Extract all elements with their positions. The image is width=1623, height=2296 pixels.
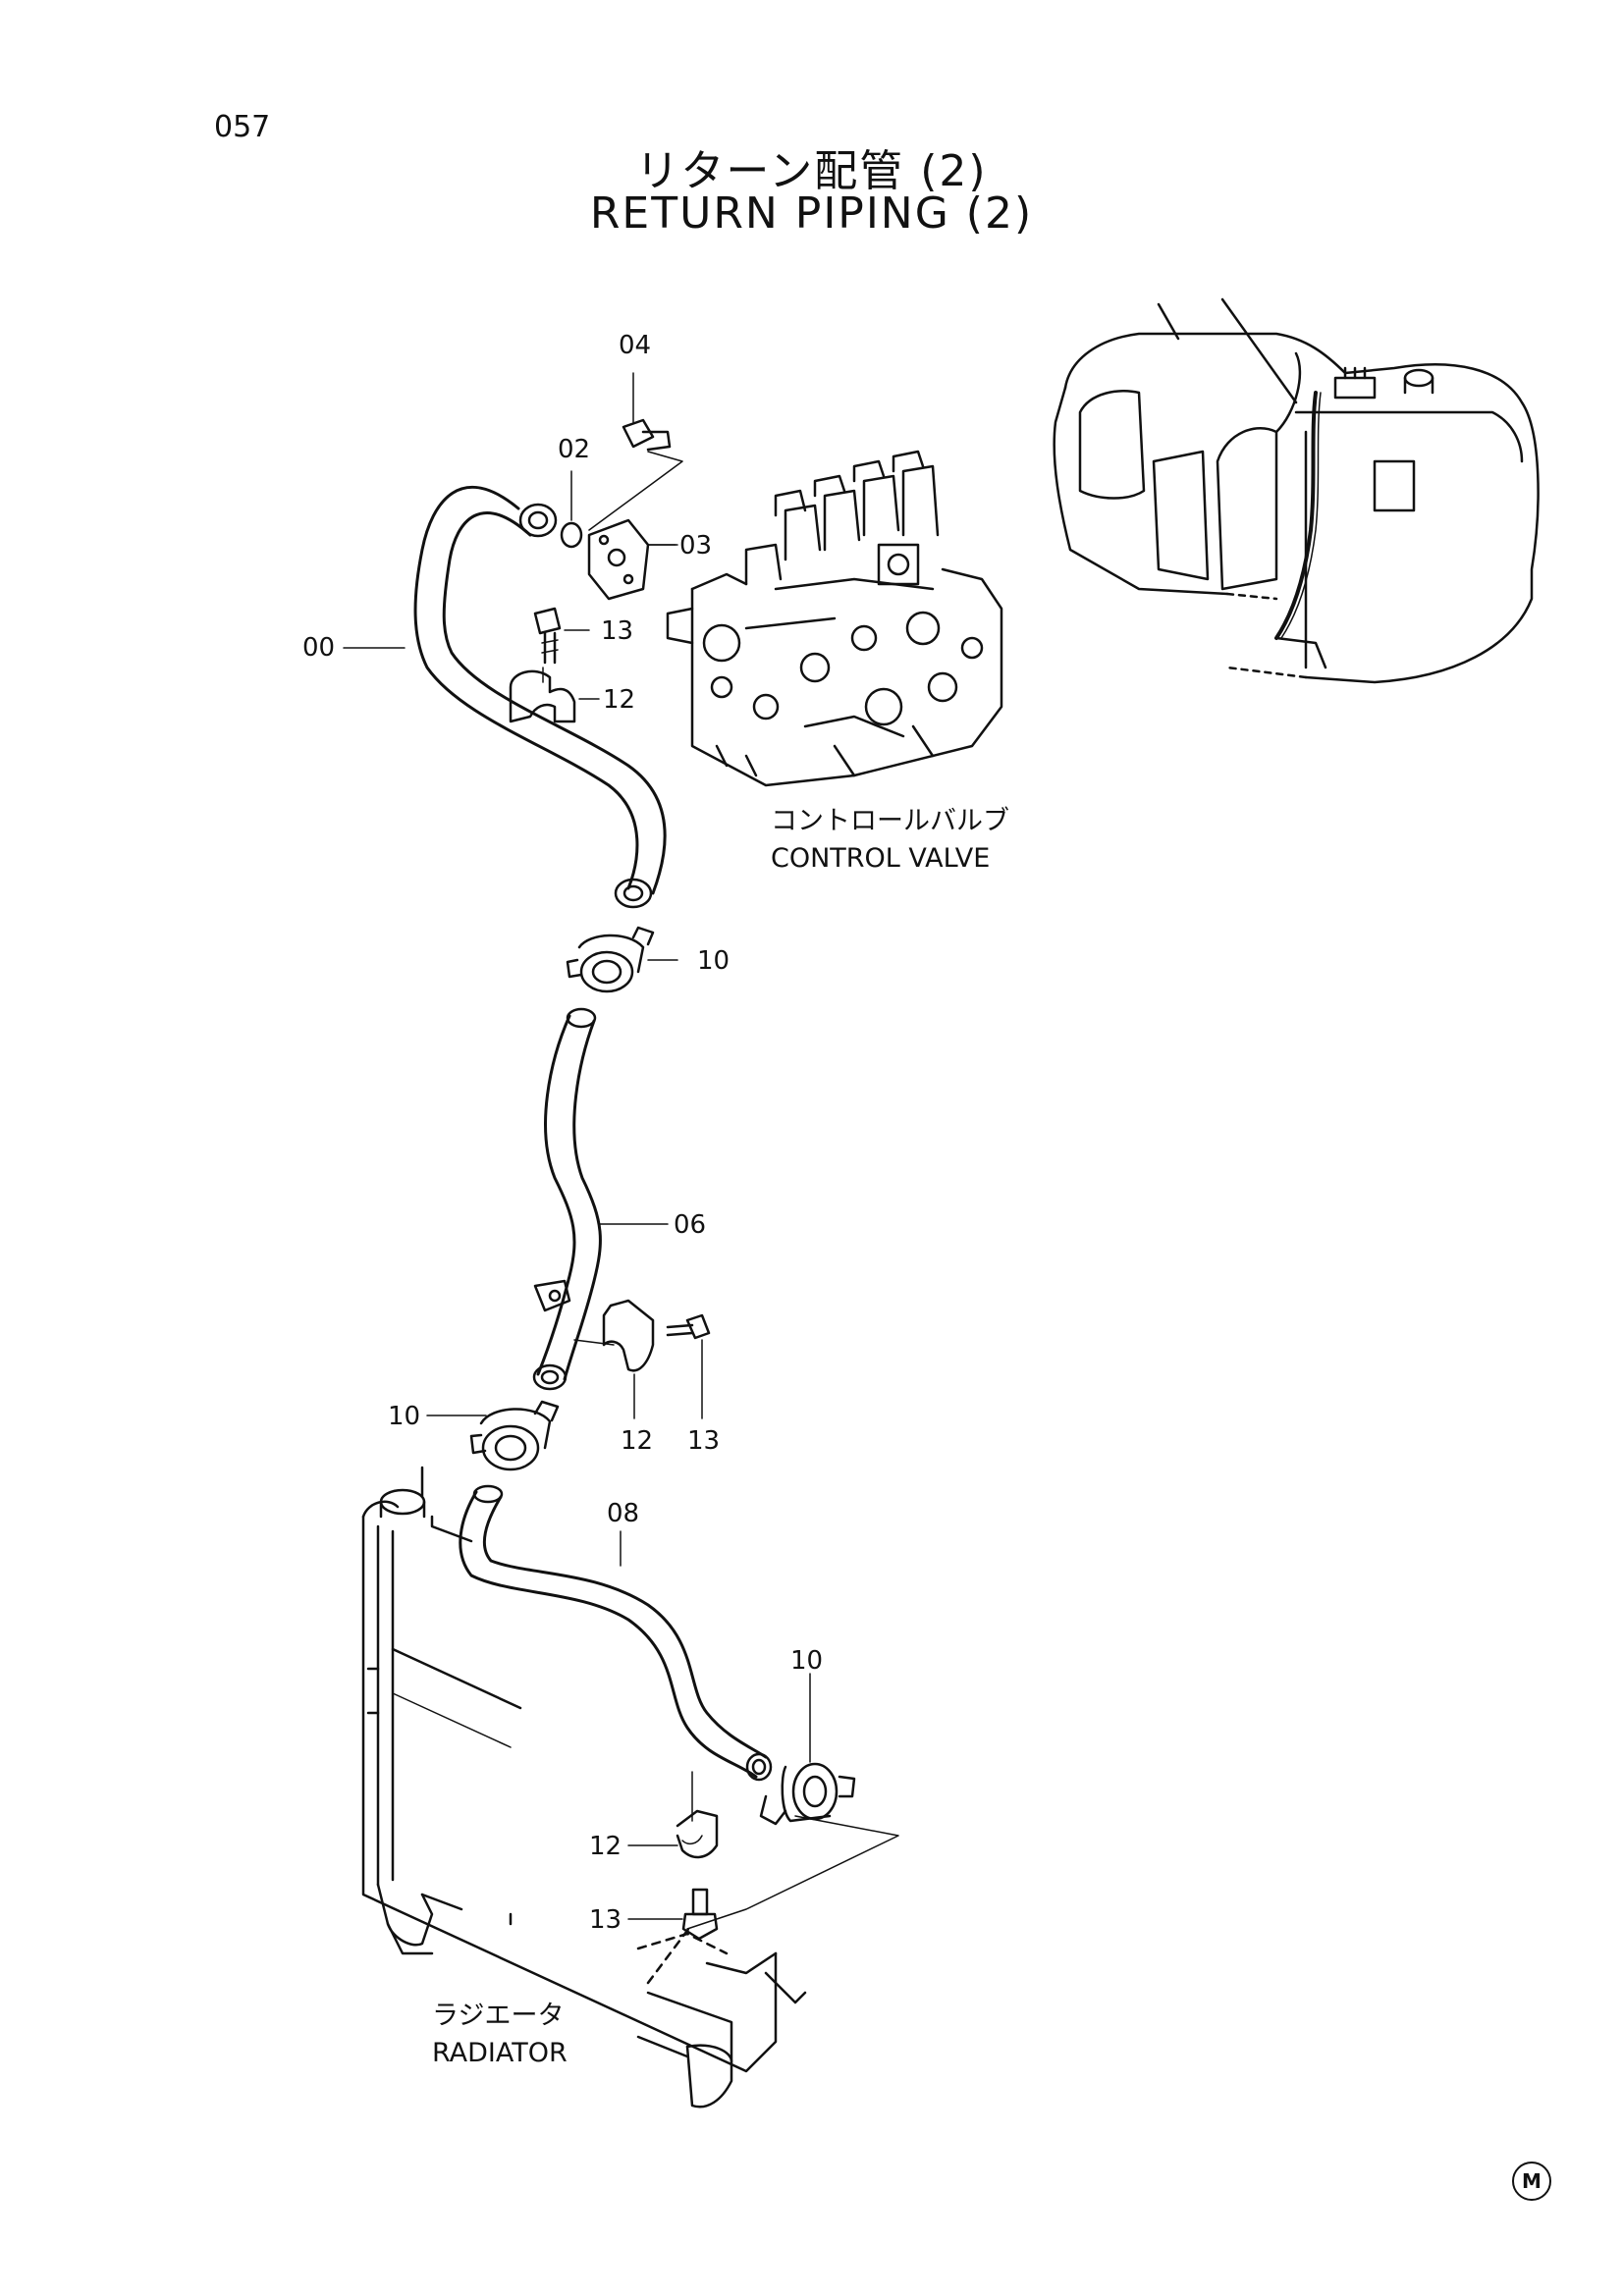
control-valve-drawing xyxy=(666,450,1003,787)
part-no-13-middle: 13 xyxy=(687,1426,720,1456)
part-no-12-lower: 12 xyxy=(589,1832,622,1861)
control-valve-label: コントロールバルブ CONTROL VALVE xyxy=(771,803,1009,878)
part-no-13-lower: 13 xyxy=(589,1905,622,1935)
part-no-12-upper: 12 xyxy=(603,685,635,715)
control-valve-label-jp: コントロールバルブ xyxy=(771,806,1009,836)
part-no-00: 00 xyxy=(302,633,335,663)
part-no-08: 08 xyxy=(607,1499,639,1528)
part-12-lower-clamp xyxy=(627,1771,719,1859)
excavator-overview xyxy=(1053,297,1540,684)
part-no-03: 03 xyxy=(679,531,712,561)
title-english: RETURN PIPING (2) xyxy=(589,188,1034,239)
pipe-08 xyxy=(459,1484,773,1782)
part-no-10-lower: 10 xyxy=(790,1646,823,1676)
radiator-label: ラジエータ RADIATOR xyxy=(432,1998,568,2072)
pipe-06 xyxy=(532,1007,669,1391)
part-12-upper-clamp xyxy=(509,667,600,723)
part-10-upper-clamp xyxy=(566,926,678,993)
part-02-oring xyxy=(560,470,583,549)
control-valve-label-en: CONTROL VALVE xyxy=(771,843,991,874)
part-no-13-upper: 13 xyxy=(601,616,633,646)
part-13-middle-bolt xyxy=(666,1313,711,1419)
part-no-10-middle: 10 xyxy=(388,1402,420,1431)
radiator-drawing xyxy=(361,1466,807,2109)
part-13-upper-bolt xyxy=(533,607,590,665)
radiator-label-jp: ラジエータ xyxy=(432,2001,565,2031)
part-03-flange xyxy=(587,518,678,601)
part-10-middle-clamp xyxy=(426,1400,560,1471)
part-04-bolt xyxy=(588,372,683,531)
part-10-lower-clamp xyxy=(686,1673,899,1930)
part-13-lower-bolt xyxy=(627,1888,719,1941)
part-no-02: 02 xyxy=(558,435,590,464)
part-no-10-upper: 10 xyxy=(697,946,730,976)
part-no-12-middle: 12 xyxy=(621,1426,653,1456)
title-japanese: リターン配管 (2) xyxy=(635,146,988,196)
pipe-00 xyxy=(413,486,667,909)
part-no-06: 06 xyxy=(674,1210,706,1240)
part-12-middle-clamp xyxy=(573,1299,655,1419)
page-number: 057 xyxy=(214,110,271,144)
manufacturer-mark: M xyxy=(1512,2162,1551,2201)
radiator-label-en: RADIATOR xyxy=(432,2038,568,2068)
part-no-04: 04 xyxy=(619,331,651,360)
